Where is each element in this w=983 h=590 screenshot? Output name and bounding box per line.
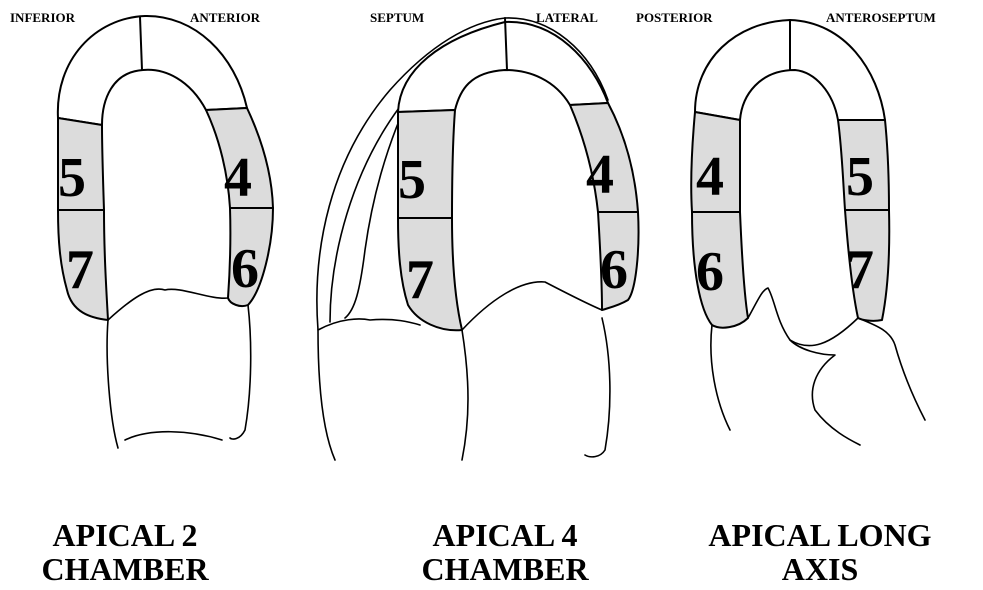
segment-number-left-lower: 6 [696,241,724,303]
segment-number-right-lower: 7 [846,239,874,301]
view-title-line2: CHAMBER [395,552,615,586]
wall-label-posterior: POSTERIOR [636,10,713,25]
view-title-line1: APICAL 4 [395,518,615,552]
base-outline [462,282,602,330]
view-apical-2-chamber: INFERIOR ANTERIOR 5 7 4 6 [10,10,273,448]
segment-number-left-lower: 7 [66,239,94,301]
view-title-apical-long-axis: APICAL LONG AXIS [680,518,960,586]
view-title-line2: CHAMBER [20,552,230,586]
view-title-line2: AXIS [680,552,960,586]
segment-number-left-lower: 7 [406,249,434,311]
view-title-line1: APICAL LONG [680,518,960,552]
segment-number-right-upper: 4 [586,144,614,206]
wall-label-anteroseptum: ANTEROSEPTUM [826,10,936,25]
segment-number-right-upper: 5 [846,146,874,208]
view-title-apical-4-chamber: APICAL 4 CHAMBER [395,518,615,586]
segment-number-right-lower: 6 [231,238,259,300]
segment-number-left-upper: 5 [398,149,426,211]
wall-label-lateral: LATERAL [536,10,598,25]
view-apical-4-chamber: SEPTUM LATERAL 5 7 4 6 [317,10,639,460]
view-title-apical-2-chamber: APICAL 2 CHAMBER [20,518,230,586]
base-outline [748,288,858,346]
atria-outline [318,318,610,460]
aorta-outline [711,318,925,445]
view-apical-long-axis: POSTERIOR ANTEROSEPTUM 4 6 5 7 [636,10,936,445]
base-outline [108,289,228,320]
wall-label-septum: SEPTUM [370,10,424,25]
segment-number-left-upper: 4 [696,146,724,208]
lv-apex-wall [398,22,608,112]
segment-number-left-upper: 5 [58,147,86,209]
segment-number-right-lower: 6 [600,239,628,301]
view-title-line1: APICAL 2 [20,518,230,552]
segment-number-right-upper: 4 [224,147,252,209]
atrium-outline [107,305,251,448]
wall-label-inferior: INFERIOR [10,10,76,25]
wall-label-anterior: ANTERIOR [190,10,261,25]
